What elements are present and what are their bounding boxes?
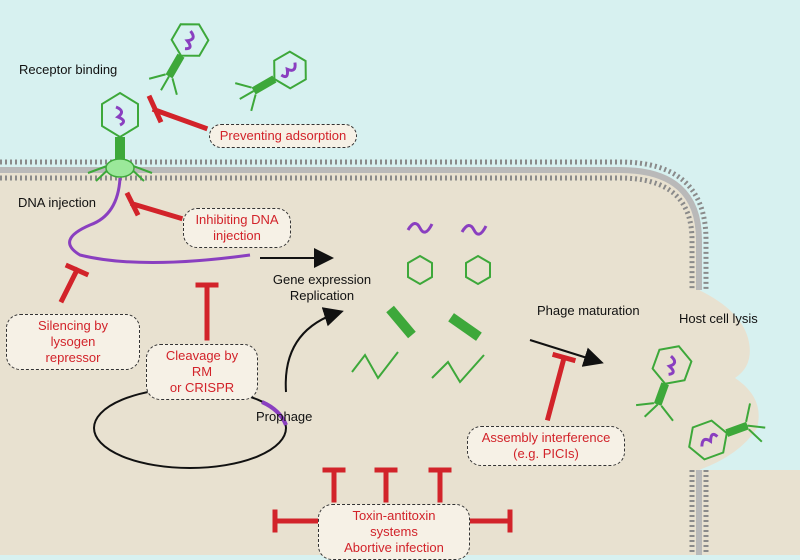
- label-gene-expression-line: Gene expression: [272, 272, 372, 287]
- label-dna-injection: DNA injection: [18, 195, 97, 210]
- tail-fibers: [351, 351, 485, 384]
- inhibitor-dna-injection-line1: Inhibiting DNA: [195, 212, 279, 227]
- inhibitor-toxin-line2: Abortive infection: [344, 540, 444, 555]
- cell-membrane: [0, 159, 709, 555]
- phage-dna-copies: [406, 222, 488, 236]
- capsid-heads: [407, 254, 491, 286]
- inhibitor-silencing-line2: repressor: [45, 350, 101, 365]
- prophage-segment: [261, 400, 288, 426]
- phage-tails: [386, 305, 482, 341]
- induction-arrow: [284, 307, 344, 393]
- inhibitor-toxin-antitoxin: Toxin-antitoxin systems Abortive infecti…: [318, 504, 470, 560]
- inhibitor-silencing-line1: Silencing by lysogen: [37, 318, 109, 349]
- label-replication-line: Replication: [289, 288, 355, 303]
- inhibition-markers: [58, 94, 577, 533]
- inhibitor-toxin-line1: Toxin-antitoxin systems: [352, 508, 436, 539]
- phage-icon: [148, 23, 210, 96]
- receptor-icon: [105, 158, 135, 178]
- phage-icon: [234, 50, 307, 112]
- mature-phage-icon: [688, 403, 766, 461]
- mature-phage-icon: [635, 345, 693, 422]
- inhibitor-cleavage: Cleavage by RM or CRISPR: [146, 344, 258, 400]
- injected-dna: [68, 177, 251, 264]
- inhibitor-assembly: Assembly interference (e.g. PICIs): [467, 426, 625, 466]
- inhibitor-silencing: Silencing by lysogen repressor: [6, 314, 140, 370]
- inhibitor-cleavage-line1: Cleavage by RM: [165, 348, 239, 379]
- label-gene-expression: Gene expression Replication: [264, 272, 380, 304]
- label-phage-maturation: Phage maturation: [537, 303, 640, 318]
- inhibitor-dna-injection-line2: injection: [213, 228, 261, 243]
- inhibitor-cleavage-line2: or CRISPR: [169, 380, 235, 395]
- inhibitor-dna-injection: Inhibiting DNA injection: [183, 208, 291, 248]
- inhibitor-preventing-adsorption: Preventing adsorption: [209, 124, 357, 148]
- label-prophage: Prophage: [256, 409, 313, 424]
- label-receptor-binding: Receptor binding: [19, 62, 118, 77]
- inhibitor-assembly-line2: (e.g. PICIs): [513, 446, 579, 461]
- adsorbed-phage-icon: [87, 91, 153, 182]
- label-host-cell-lysis: Host cell lysis: [679, 311, 758, 326]
- inhibitor-assembly-line1: Assembly interference: [481, 430, 611, 445]
- maturation-arrow: [529, 339, 604, 367]
